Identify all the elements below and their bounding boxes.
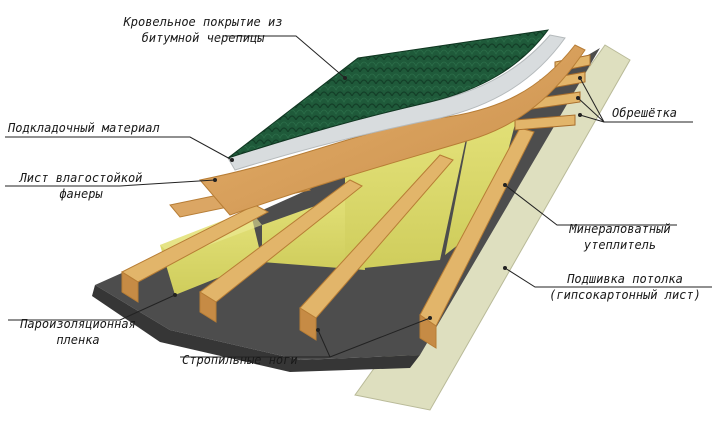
label-roof-covering: Кровельное покрытие из битумной черепицы <box>108 14 298 46</box>
label-battens-text: Обрешётка <box>612 106 678 120</box>
label-roof-covering-line2: битумной черепицы <box>141 31 265 45</box>
leader-underlay <box>5 136 233 161</box>
label-battens: Обрешётка <box>612 105 677 121</box>
label-insulation-line2: утеплитель <box>583 238 657 252</box>
insulation-strip <box>445 105 520 255</box>
leader-battens <box>579 114 605 123</box>
label-plywood-line2: фанеры <box>59 187 103 201</box>
label-insulation: Минераловатный утеплитель <box>560 221 680 253</box>
rafter-end <box>299 307 317 341</box>
label-vapor-barrier-line1: Пароизоляционная <box>20 317 136 331</box>
leader-roof-covering <box>225 35 346 79</box>
label-insulation-line1: Минераловатный <box>569 222 671 236</box>
label-ceiling-line2: (гипсокартонный лист) <box>549 288 701 302</box>
label-rafters: Стропильные ноги <box>182 352 298 368</box>
rafter-end <box>419 314 437 349</box>
plywood-sheet <box>199 44 586 216</box>
leader-ceiling <box>504 267 712 288</box>
leader-plywood <box>5 179 216 187</box>
label-ceiling: Подшивка потолка (гипсокартонный лист) <box>535 271 715 303</box>
label-plywood-line1: Лист влагостойкой <box>19 171 143 185</box>
label-vapor-barrier: Пароизоляционная пленка <box>8 316 148 348</box>
rafter-end <box>199 291 217 323</box>
label-underlay: Подкладочный материал <box>8 120 160 136</box>
leader-insulation <box>504 184 677 226</box>
leader-vapor <box>8 294 176 321</box>
label-plywood: Лист влагостойкой фанеры <box>8 170 154 202</box>
leader-battens <box>579 77 605 123</box>
shingle-layer <box>227 29 550 159</box>
insulation-strip <box>262 190 365 270</box>
label-ceiling-line1: Подшивка потолка <box>567 272 683 286</box>
label-underlay-text: Подкладочный материал <box>8 121 160 135</box>
batten <box>514 114 576 131</box>
leader-rafters <box>317 329 331 358</box>
rafter-end <box>121 271 139 303</box>
label-rafters-text: Стропильные ноги <box>182 353 298 367</box>
label-vapor-barrier-line2: пленка <box>56 333 100 347</box>
rafters <box>120 127 535 349</box>
label-roof-covering-line1: Кровельное покрытие из <box>123 15 283 29</box>
